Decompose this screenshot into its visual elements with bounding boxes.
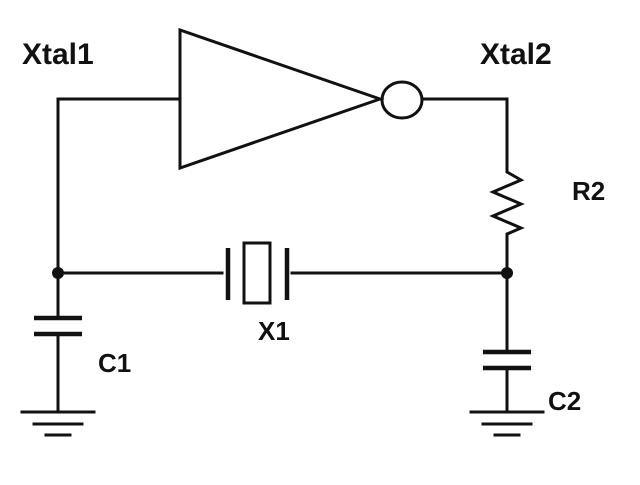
label-xtal2: Xtal2 — [480, 38, 552, 71]
inverter-triangle — [178, 27, 385, 171]
label-xtal1: Xtal1 — [22, 38, 94, 71]
label-x1: X1 — [258, 316, 290, 346]
junction-dot-right — [501, 267, 513, 279]
ground-symbol-1 — [20, 410, 96, 437]
label-r2: R2 — [572, 176, 606, 206]
capacitor-c1 — [34, 315, 82, 414]
ground-symbol-2 — [469, 410, 545, 437]
crystal-x1 — [225, 241, 290, 305]
wire-xtal1 — [56, 97, 182, 317]
inverter-gate — [178, 27, 424, 171]
label-c2: C2 — [548, 386, 582, 416]
label-c1: C1 — [98, 348, 132, 378]
wire-xtal2 — [420, 97, 509, 167]
inverter-bubble — [380, 80, 424, 120]
capacitor-c2 — [483, 349, 531, 414]
resistor-r2 — [489, 163, 525, 242]
junction-dot-left — [52, 267, 64, 279]
